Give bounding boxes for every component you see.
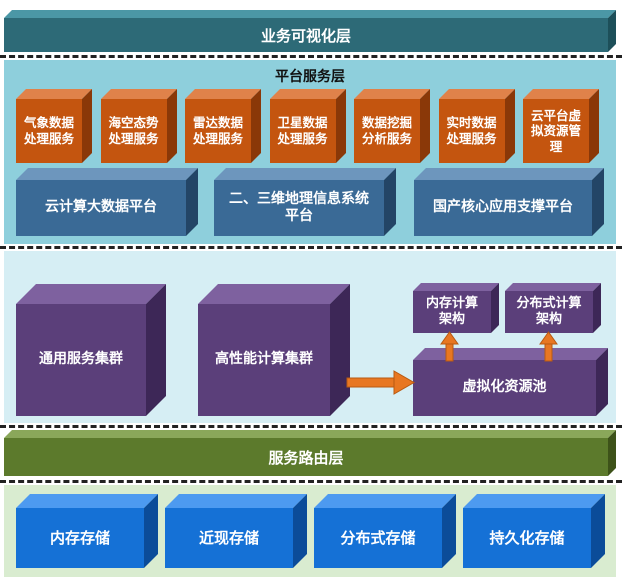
memory-arch-shape bbox=[413, 283, 499, 333]
routing-bar-shape bbox=[4, 430, 616, 476]
platform-1-label: 二、三维地理信息系统平台 bbox=[229, 190, 369, 225]
service-3-label: 卫星数据处理服务 bbox=[277, 115, 328, 146]
service-1-label: 海空态势处理服务 bbox=[108, 115, 159, 146]
storage-0-label: 内存存储 bbox=[49, 528, 110, 547]
virtual-pool-label: 虚拟化资源池 bbox=[462, 379, 547, 396]
service-0-label: 气象数据处理服务 bbox=[24, 115, 75, 146]
storage-1-shape bbox=[165, 494, 307, 568]
platform-0-block: 云计算大数据平台 bbox=[16, 168, 198, 236]
platform-2-block: 国产核心应用支撑平台 bbox=[414, 168, 604, 236]
hpc-cluster-block: 高性能计算集群 bbox=[198, 284, 350, 416]
general-cluster-label: 通用服务集群 bbox=[39, 351, 123, 368]
routing-layer-bar: 服务路由层 bbox=[4, 430, 616, 476]
storage-3-label: 持久化存储 bbox=[489, 528, 565, 547]
platform-2-shape bbox=[414, 168, 604, 236]
distributed-arch-shape bbox=[505, 283, 601, 333]
divider-2 bbox=[0, 246, 622, 249]
service-6-shape bbox=[523, 89, 599, 163]
service-3-shape bbox=[269, 89, 346, 163]
service-2-label: 雷达数据处理服务 bbox=[193, 115, 244, 146]
hpc-cluster-label: 高性能计算集群 bbox=[215, 351, 313, 368]
platform-0-shape bbox=[16, 168, 198, 236]
service-5-label: 实时数据处理服务 bbox=[446, 115, 497, 146]
platform-0-label: 云计算大数据平台 bbox=[45, 199, 157, 216]
virtual-pool-shape bbox=[413, 348, 608, 416]
platform-1-shape bbox=[214, 168, 396, 236]
visualization-bar-shape bbox=[4, 10, 616, 52]
platform-2-label: 国产核心应用支撑平台 bbox=[433, 199, 573, 216]
service-0-shape bbox=[16, 89, 92, 163]
service-5-block: 实时数据处理服务 bbox=[438, 89, 515, 163]
divider-1 bbox=[0, 55, 622, 58]
divider-3 bbox=[0, 425, 622, 428]
hpc-cluster-shape bbox=[198, 284, 350, 416]
storage-0-shape bbox=[16, 494, 158, 568]
service-0-block: 气象数据处理服务 bbox=[16, 89, 92, 163]
service-1-block: 海空态势处理服务 bbox=[100, 89, 177, 163]
service-1-shape bbox=[100, 89, 177, 163]
service-4-label: 数据挖掘分析服务 bbox=[362, 115, 413, 146]
virtual-pool-block: 虚拟化资源池 bbox=[413, 348, 608, 416]
distributed-arch-block: 分布式计算架构 bbox=[505, 283, 601, 333]
general-cluster-shape bbox=[16, 284, 166, 416]
storage-1-block: 近现存储 bbox=[165, 494, 307, 568]
memory-arch-label: 内存计算架构 bbox=[425, 295, 478, 327]
storage-3-block: 持久化存储 bbox=[463, 494, 605, 568]
storage-2-block: 分布式存储 bbox=[314, 494, 456, 568]
storage-1-label: 近现存储 bbox=[198, 528, 259, 547]
distributed-arch-label: 分布式计算架构 bbox=[516, 295, 582, 327]
platform-1-block: 二、三维地理信息系统平台 bbox=[214, 168, 396, 236]
service-3-block: 卫星数据处理服务 bbox=[269, 89, 346, 163]
service-4-block: 数据挖掘分析服务 bbox=[354, 89, 430, 163]
service-2-shape bbox=[185, 89, 261, 163]
visualization-layer-title: 业务可视化层 bbox=[260, 26, 351, 45]
service-2-block: 雷达数据处理服务 bbox=[185, 89, 261, 163]
general-cluster-block: 通用服务集群 bbox=[16, 284, 166, 416]
routing-layer-title: 服务路由层 bbox=[268, 448, 344, 467]
platform-layer-title: 平台服务层 bbox=[275, 69, 345, 85]
divider-4 bbox=[0, 480, 622, 483]
service-6-label: 云平台虚拟资源管理 bbox=[531, 107, 582, 154]
storage-2-shape bbox=[314, 494, 456, 568]
service-5-shape bbox=[438, 89, 515, 163]
memory-arch-block: 内存计算架构 bbox=[413, 283, 499, 333]
storage-0-block: 内存存储 bbox=[16, 494, 158, 568]
storage-2-label: 分布式存储 bbox=[340, 528, 416, 547]
visualization-layer-bar: 业务可视化层 bbox=[4, 10, 616, 52]
service-4-shape bbox=[354, 89, 430, 163]
storage-3-shape bbox=[463, 494, 605, 568]
service-6-block: 云平台虚拟资源管理 bbox=[523, 89, 599, 163]
